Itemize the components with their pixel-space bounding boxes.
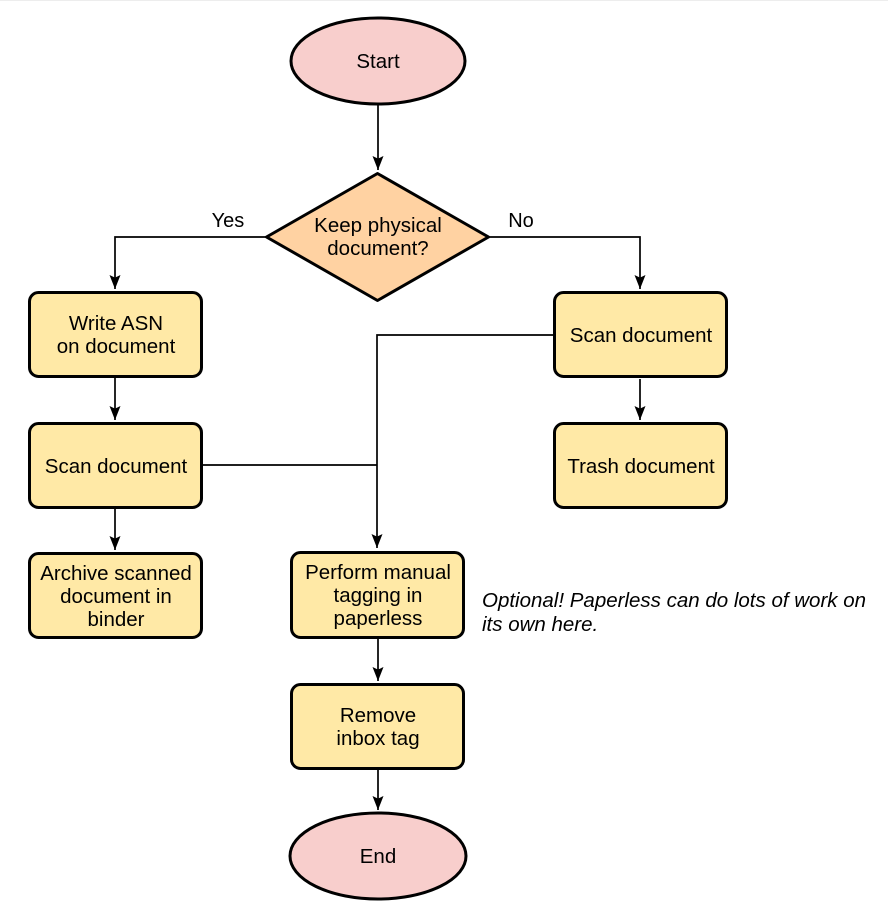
trash-node: [553, 422, 728, 509]
edge-decision-yes: [109, 236, 266, 289]
edge-decision-no: [489, 236, 646, 289]
scan-right-node: [553, 291, 728, 378]
bottom-divider: [0, 0, 888, 1]
remove-node: [290, 683, 465, 770]
start-node: [289, 16, 467, 106]
edge-scanright-perform: [371, 334, 554, 548]
scan-left-node: [28, 422, 203, 509]
perform-node: [290, 551, 465, 639]
archive-node: [28, 552, 203, 639]
end-node: [288, 811, 468, 901]
write-asn-node: [28, 291, 203, 378]
decision-node: [265, 172, 490, 302]
optional-note-text: Optional! Paperless can do lots of work …: [482, 589, 867, 636]
